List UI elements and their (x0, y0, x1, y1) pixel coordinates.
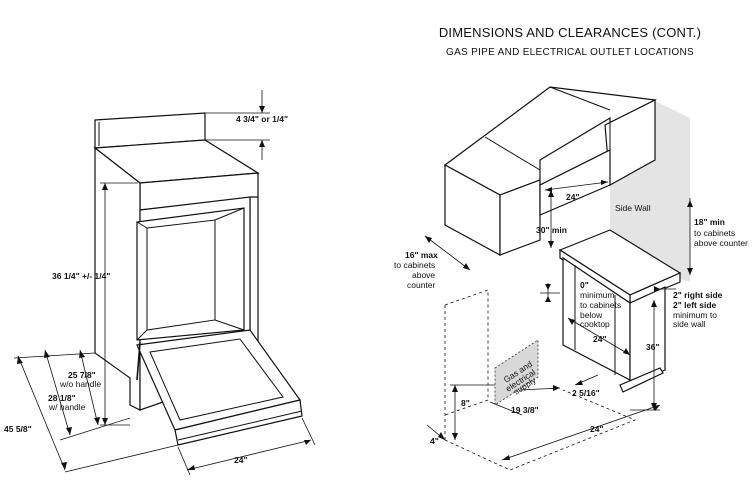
zero-clearance-note-3: below (580, 310, 603, 320)
counter-height-label: 36" (646, 342, 660, 352)
depth-no-handle-note: w/o handle (59, 379, 101, 389)
depth-handle-note: w/ handle (48, 402, 86, 412)
right-side-label: 2" right side (673, 290, 723, 300)
page-subtitle: GAS PIPE AND ELECTRICAL OUTLET LOCATIONS (446, 47, 694, 58)
min-cabinet-height-label: 18" min (694, 217, 725, 227)
width-label: 24" (234, 455, 248, 465)
depth-no-handle-label: 25 7/8" (68, 370, 96, 380)
supply-depth-label: 19 3/8" (511, 405, 539, 415)
side-wall (653, 100, 690, 282)
zero-clearance-note-2: to cabinets (580, 300, 621, 310)
supply-offset-label: 4" (430, 436, 439, 446)
supply-height-label: 8" (461, 398, 470, 408)
min-cabinet-height-note-1: to cabinets (694, 228, 735, 238)
range-drawing (93, 112, 303, 446)
left-side-label: 2" left side (673, 300, 717, 310)
max-cabinet-depth-note-2: above (412, 270, 435, 280)
page-title: DIMENSIONS AND CLEARANCES (CONT.) (439, 25, 701, 40)
side-note-1: minimum to (673, 310, 717, 320)
max-cabinet-depth-note-1: to cabinets (394, 260, 435, 270)
depth-handle-label: 28 1/8" (48, 393, 76, 403)
max-cabinet-depth-note-3: counter (407, 280, 436, 290)
range-dimensions: 4 3/4" or 1/4" 36 1/4" +/- 1/4" 25 7/8" … (4, 90, 316, 476)
installation-dimensions: Side Wall 24" 30" min 16" max to cabinet… (394, 180, 748, 461)
depth-open-label: 45 5/8" (4, 424, 32, 434)
cabinet-depth-label: 24" (566, 192, 580, 202)
supply-area (494, 339, 539, 406)
min-cabinet-height-note-2: above counter (694, 238, 748, 248)
zero-clearance-note-4: cooktop (580, 319, 610, 329)
installation-drawing: Gas and electrical supply (443, 86, 690, 471)
zero-clearance-note-1: minimum (580, 290, 614, 300)
side-wall-label: Side Wall (615, 203, 651, 213)
top-height-label: 4 3/4" or 1/4" (236, 114, 288, 124)
height-label: 36 1/4" +/- 1/4" (52, 271, 110, 281)
side-note-2: side wall (673, 319, 706, 329)
opening-width-label: 24" (590, 424, 604, 434)
max-cabinet-depth-label: 16" max (405, 250, 438, 260)
supply-side-label: 2 5/16" (572, 388, 600, 398)
clearance-cooktop-label: 30" min (536, 225, 567, 235)
counter-depth-label: 24" (593, 334, 607, 344)
zero-clearance-label: 0" (580, 280, 589, 290)
